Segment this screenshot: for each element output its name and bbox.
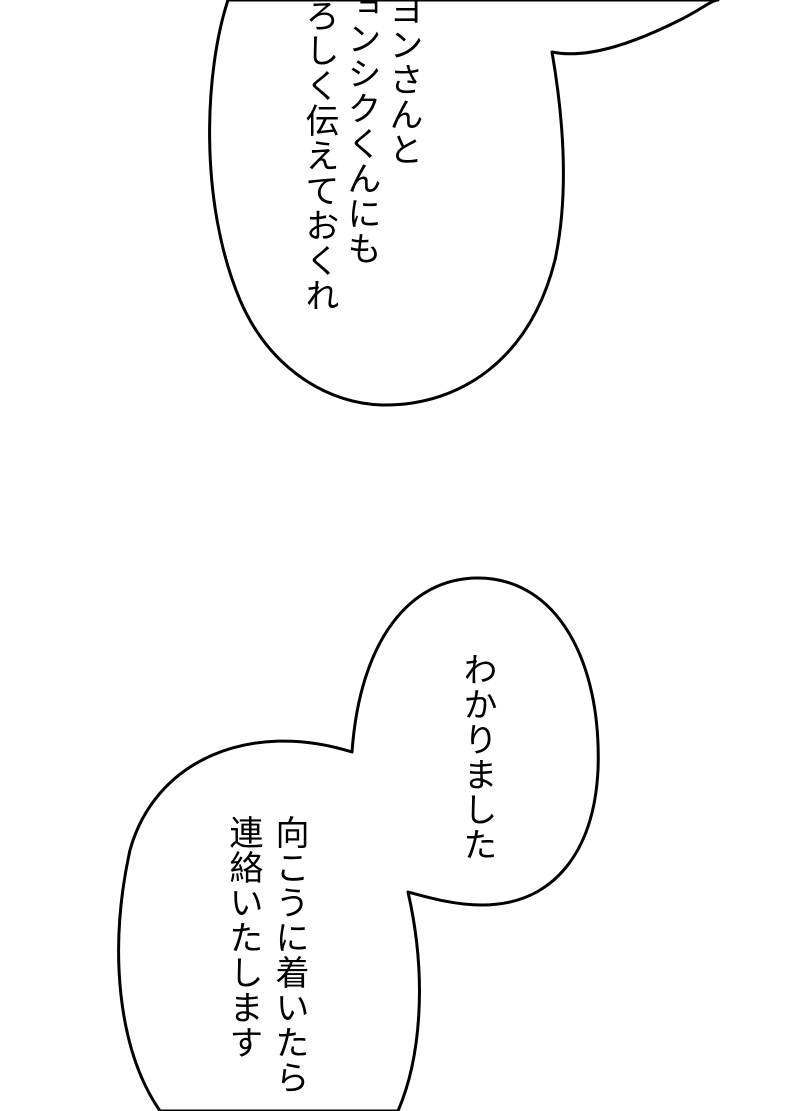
bubble-top-line-3: ろしく伝えておくれ — [299, 0, 339, 313]
bubble-top-line-2: ョンシクくんにも — [341, 0, 381, 266]
bubble-top-line-1: ヨンさんと — [383, 0, 423, 167]
speech-bubble-top — [208, 0, 720, 407]
speech-bubble-double — [117, 576, 600, 1111]
bubble-right-line-1: わかりました — [457, 652, 497, 862]
bubble-bottom-line-2: 連絡いたします — [223, 815, 263, 1060]
bubble-bottom-line-1: 向こうに着いたら — [269, 815, 309, 1095]
